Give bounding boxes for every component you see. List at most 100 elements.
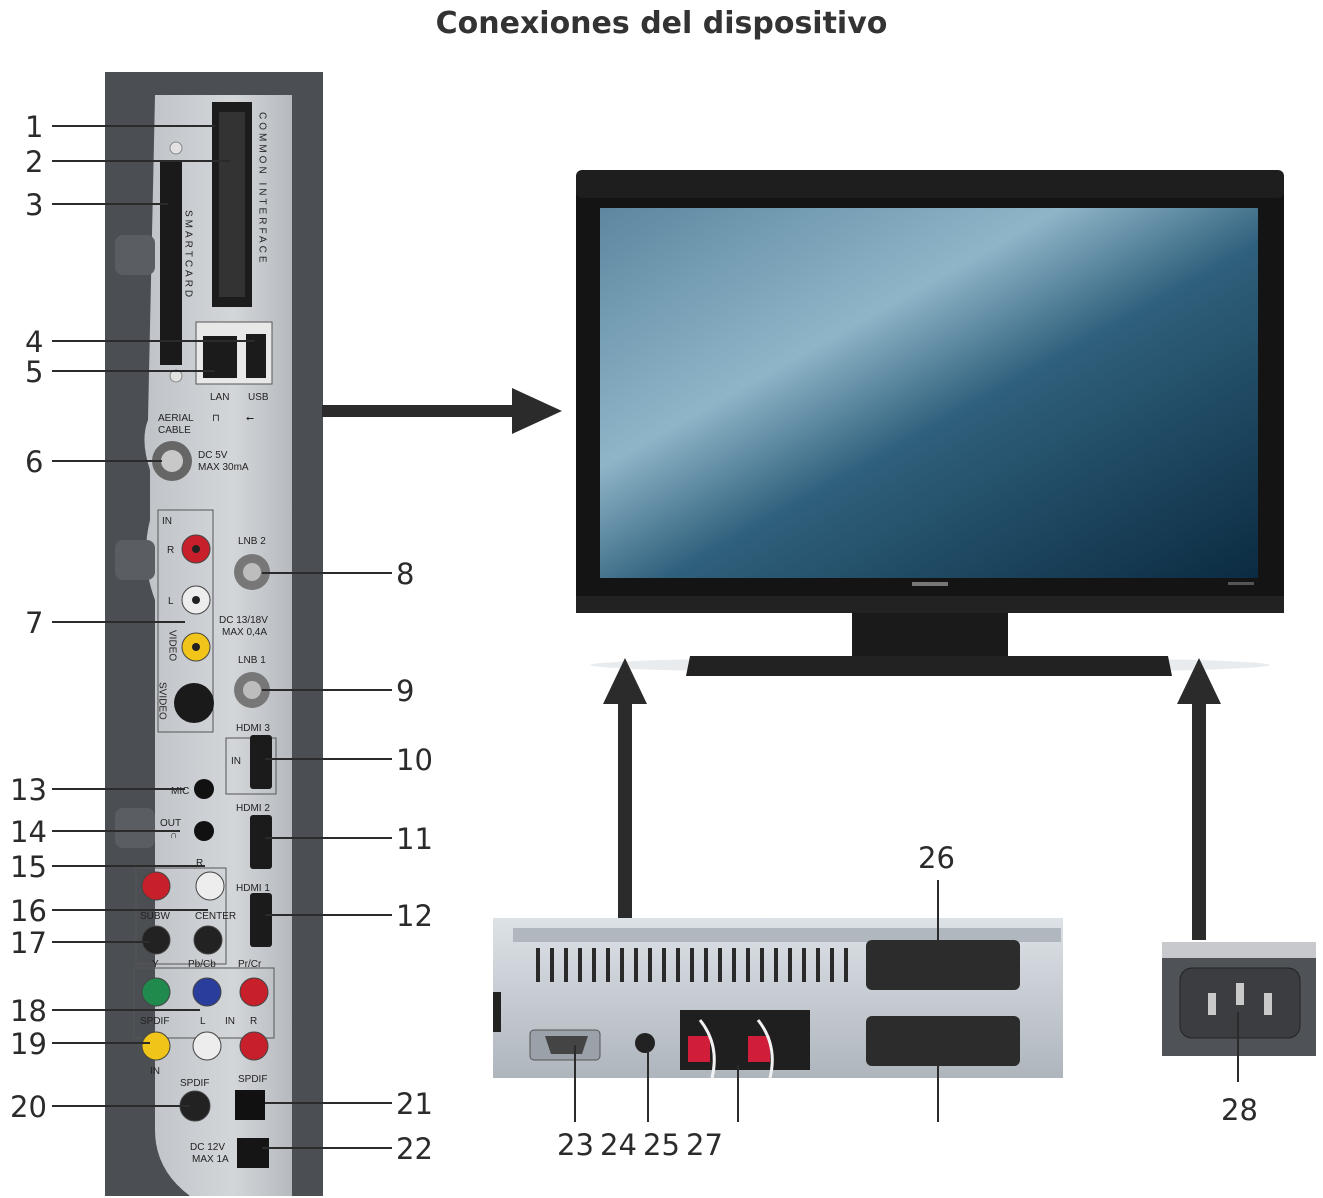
callout-18: 18 xyxy=(10,994,47,1028)
tv-model-mark xyxy=(1228,582,1254,585)
dc12v-label: DC 12V xyxy=(190,1142,225,1153)
callout-10: 10 xyxy=(396,743,433,777)
power-pin xyxy=(1264,993,1272,1015)
smartcard-label: SMARTCARD xyxy=(183,210,194,300)
aerial-label: AERIAL xyxy=(158,413,194,424)
mic-jack xyxy=(194,779,214,799)
callout-28: 28 xyxy=(1221,1093,1258,1127)
headphone-jack xyxy=(194,821,214,841)
center-label: CENTER xyxy=(195,911,236,922)
bottom-callout-lines xyxy=(574,880,1239,1122)
svideo-label: SVIDEO xyxy=(157,682,168,720)
rear-panel xyxy=(493,918,1063,1079)
callout-2: 2 xyxy=(25,145,43,179)
callout-16: 16 xyxy=(10,894,47,928)
panel-screw xyxy=(169,141,183,155)
pb-jack xyxy=(192,977,222,1007)
callout-4: 4 xyxy=(25,325,43,359)
out-label: OUT xyxy=(160,818,181,829)
subwoofer-jack xyxy=(141,925,171,955)
pbcb-label: Pb/Cb xyxy=(188,959,216,970)
hdmi3-port xyxy=(250,735,272,789)
scart-port-upper xyxy=(866,940,1020,990)
panel-tab xyxy=(115,540,155,580)
audio-out-r-jack xyxy=(141,871,171,901)
dc1318-label: DC 13/18V xyxy=(219,615,268,626)
callout-3: 3 xyxy=(25,188,43,222)
spdif-coax-out-label: SPDIF xyxy=(180,1078,209,1089)
callout-11: 11 xyxy=(396,822,433,856)
av-in-label: IN xyxy=(162,516,172,527)
jack-hole xyxy=(192,643,200,651)
left-callout-numbers: 1 2 3 4 5 6 7 13 14 15 16 17 18 19 20 xyxy=(10,110,47,1124)
hdmi1-label: HDMI 1 xyxy=(236,883,270,894)
tv-brand-mark xyxy=(912,582,948,586)
panel-tab xyxy=(115,235,155,275)
spdif-in-text: IN xyxy=(150,1066,160,1077)
y-jack xyxy=(141,977,171,1007)
arrow-head xyxy=(1177,658,1221,704)
component-l-label: L xyxy=(200,1016,206,1027)
speaker-wire xyxy=(698,1019,716,1079)
usb-icon: ⭠ xyxy=(246,413,254,424)
hdmi2-label: HDMI 2 xyxy=(236,803,270,814)
spdif-coax-in-jack xyxy=(141,1031,171,1061)
dc5v-label: DC 5V xyxy=(198,450,228,461)
lnb2-label: LNB 2 xyxy=(238,536,266,547)
arrow-shaft xyxy=(322,405,522,417)
mic-label: MIC xyxy=(171,786,189,797)
arrow-head xyxy=(603,658,647,704)
spdif-optical-label: SPDIF xyxy=(238,1074,267,1085)
max1a-label: MAX 1A xyxy=(192,1154,229,1165)
power-box-top xyxy=(1162,942,1316,958)
lan-icon: ⊓ xyxy=(212,413,220,424)
component-in-label: IN xyxy=(225,1016,235,1027)
right-callout-lines xyxy=(262,572,392,1149)
smartcard-slot xyxy=(160,160,182,365)
callout-24: 24 xyxy=(600,1128,637,1162)
rear-panel-lip xyxy=(513,928,1061,942)
audio-r-jack xyxy=(239,1031,269,1061)
callout-23: 23 xyxy=(557,1128,594,1162)
y-label: Y xyxy=(152,959,159,970)
callout-8: 8 xyxy=(396,557,414,591)
usb-port xyxy=(246,334,266,378)
center-jack xyxy=(193,925,223,955)
callout-6: 6 xyxy=(25,445,43,479)
jack-hole xyxy=(192,596,200,604)
arrow-head xyxy=(512,388,562,434)
common-interface-slot-inner xyxy=(219,112,245,297)
audio-r-label: R xyxy=(167,545,174,556)
vga-port-inner xyxy=(545,1036,588,1054)
lnb1-label: LNB 1 xyxy=(238,655,266,666)
tv-stand-neck xyxy=(852,613,1008,658)
audio-l-label: L xyxy=(168,596,174,607)
speaker-terminal-red xyxy=(748,1036,770,1062)
callout-27: 27 xyxy=(686,1128,723,1162)
arrow-power-to-tv xyxy=(1177,658,1221,940)
cable-label: CABLE xyxy=(158,425,191,436)
component-r-label: R xyxy=(250,1016,257,1027)
jack-hole xyxy=(192,545,200,553)
max04-label: MAX 0,4A xyxy=(222,627,267,638)
callout-9: 9 xyxy=(396,674,414,708)
hdmi3-in-label: IN xyxy=(231,756,241,767)
power-pin xyxy=(1236,983,1244,1005)
callout-12: 12 xyxy=(396,899,433,933)
lan-label: LAN xyxy=(210,392,229,403)
spdif-optical-port xyxy=(235,1090,265,1120)
audio-l-jack xyxy=(192,1031,222,1061)
spdif-in-label: SPDIF xyxy=(140,1016,169,1027)
tv-bottom-edge xyxy=(576,596,1284,613)
audio-out-l-jack xyxy=(195,871,225,901)
callout-25: 25 xyxy=(643,1128,680,1162)
panel-tab xyxy=(115,808,155,848)
power-pin xyxy=(1208,993,1216,1015)
callout-26: 26 xyxy=(918,841,955,875)
common-interface-label: COMMON INTERFACE xyxy=(257,112,268,266)
callout-15: 15 xyxy=(10,850,47,884)
hdmi3-label: HDMI 3 xyxy=(236,723,270,734)
callout-1: 1 xyxy=(25,110,43,144)
arrow-shaft xyxy=(618,700,632,918)
